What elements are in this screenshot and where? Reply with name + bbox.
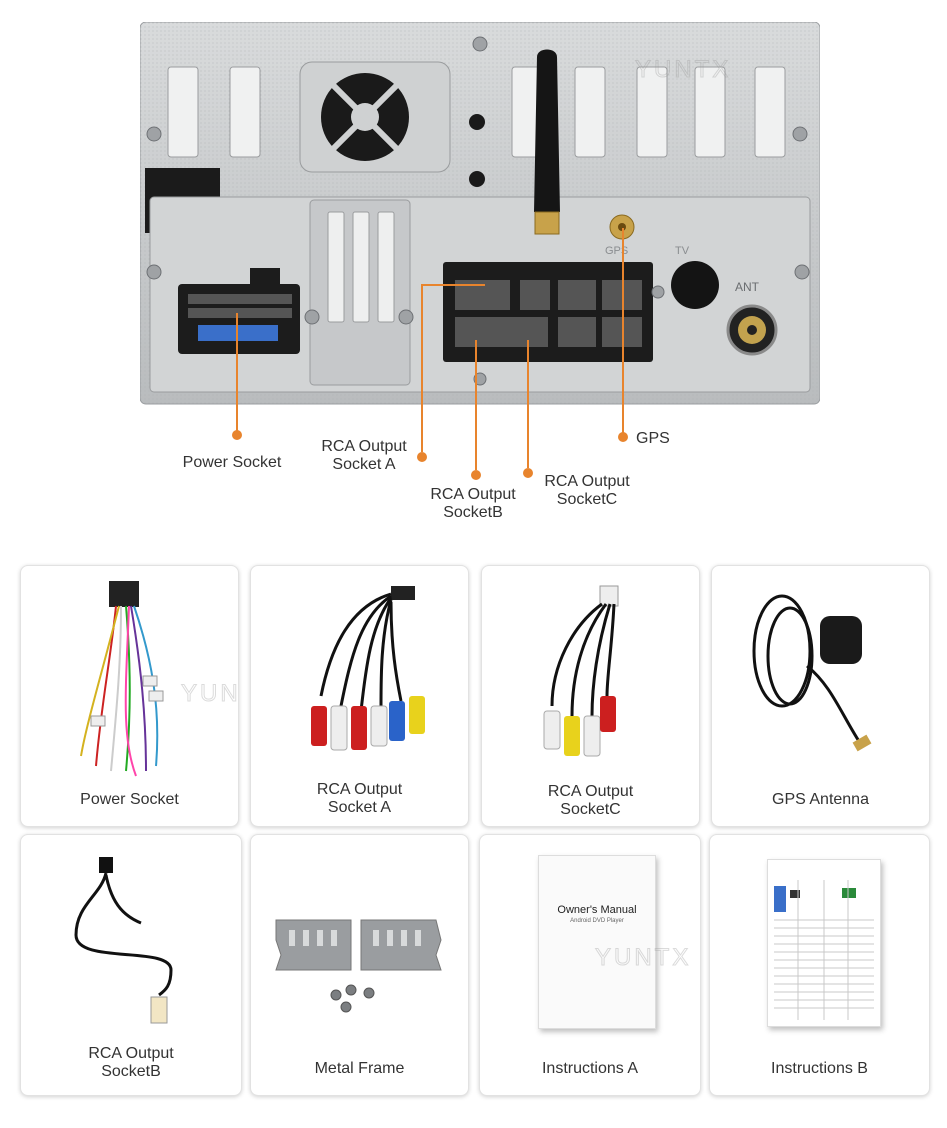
accessory-card-rca-c: RCA Output SocketC bbox=[481, 565, 700, 827]
tv-port-label: TV bbox=[675, 245, 690, 257]
leader-power bbox=[236, 313, 238, 431]
callout-rca-b: RCA Output SocketB bbox=[430, 486, 516, 521]
accessory-label: Metal Frame bbox=[314, 1060, 405, 1077]
accessory-card-power-socket: YUNTX Power Socket bbox=[20, 565, 239, 827]
accessory-label: RCA Output SocketB bbox=[88, 1045, 174, 1080]
svg-text:YUNTX: YUNTX bbox=[635, 56, 731, 83]
leader-dot-power bbox=[232, 430, 242, 440]
leader-dot-rca-b bbox=[471, 470, 481, 480]
leader-dot-rca-c bbox=[523, 468, 533, 478]
accessory-label: GPS Antenna bbox=[772, 791, 869, 808]
manual-a-icon: Owner's Manual Android DVD Player bbox=[538, 855, 656, 1029]
metal-frame-icon bbox=[275, 919, 442, 1013]
manual-cover-subtitle: Android DVD Player bbox=[570, 918, 624, 924]
callout-gps: GPS bbox=[636, 430, 670, 447]
leader-dot-gps bbox=[618, 432, 628, 442]
accessory-card-gps-antenna: GPS Antenna bbox=[711, 565, 930, 827]
accessory-card-instructions-b: Instructions B bbox=[709, 834, 930, 1096]
leader-rca-b bbox=[475, 340, 477, 470]
manual-b-icon bbox=[767, 859, 881, 1027]
wire-harness-icon: YUNTX bbox=[80, 581, 238, 777]
accessory-label: RCA Output SocketC bbox=[547, 783, 634, 818]
rca-cable-c-icon bbox=[543, 585, 619, 757]
unit-rear-panel: YUNTX ANT GPS TV bbox=[139, 21, 821, 407]
accessory-label: Instructions B bbox=[771, 1060, 868, 1077]
accessory-label: RCA Output Socket A bbox=[316, 781, 403, 816]
accessory-label: Power Socket bbox=[80, 791, 179, 808]
rca-cable-a-icon bbox=[311, 586, 425, 751]
ant-label: ANT bbox=[735, 280, 759, 294]
manual-cover-title: Owner's Manual bbox=[557, 904, 637, 916]
accessory-label: Instructions A bbox=[541, 1060, 639, 1077]
leader-rca-a-v bbox=[421, 284, 423, 452]
leader-dot-rca-a bbox=[417, 452, 427, 462]
accessory-card-rca-a: RCA Output Socket A bbox=[250, 565, 469, 827]
leader-gps bbox=[622, 228, 624, 433]
accessory-card-rca-b: RCA Output SocketB bbox=[20, 834, 242, 1096]
leader-rca-c bbox=[527, 340, 529, 468]
callout-rca-a: RCA Output Socket A bbox=[321, 438, 407, 473]
gps-port-label: GPS bbox=[605, 245, 629, 257]
leader-rca-a-h bbox=[421, 284, 485, 286]
gps-antenna-icon bbox=[752, 594, 872, 752]
rca-cable-b-icon bbox=[74, 857, 173, 1024]
callout-rca-c: RCA Output SocketC bbox=[544, 473, 630, 508]
svg-text:YUNTX: YUNTX bbox=[595, 944, 691, 971]
svg-text:YUNTX: YUNTX bbox=[181, 680, 238, 707]
accessory-card-metal-frame: Metal Frame bbox=[250, 834, 469, 1096]
accessory-card-instructions-a: Owner's Manual Android DVD Player YUNTX … bbox=[479, 834, 701, 1096]
callout-power-socket: Power Socket bbox=[182, 454, 282, 471]
